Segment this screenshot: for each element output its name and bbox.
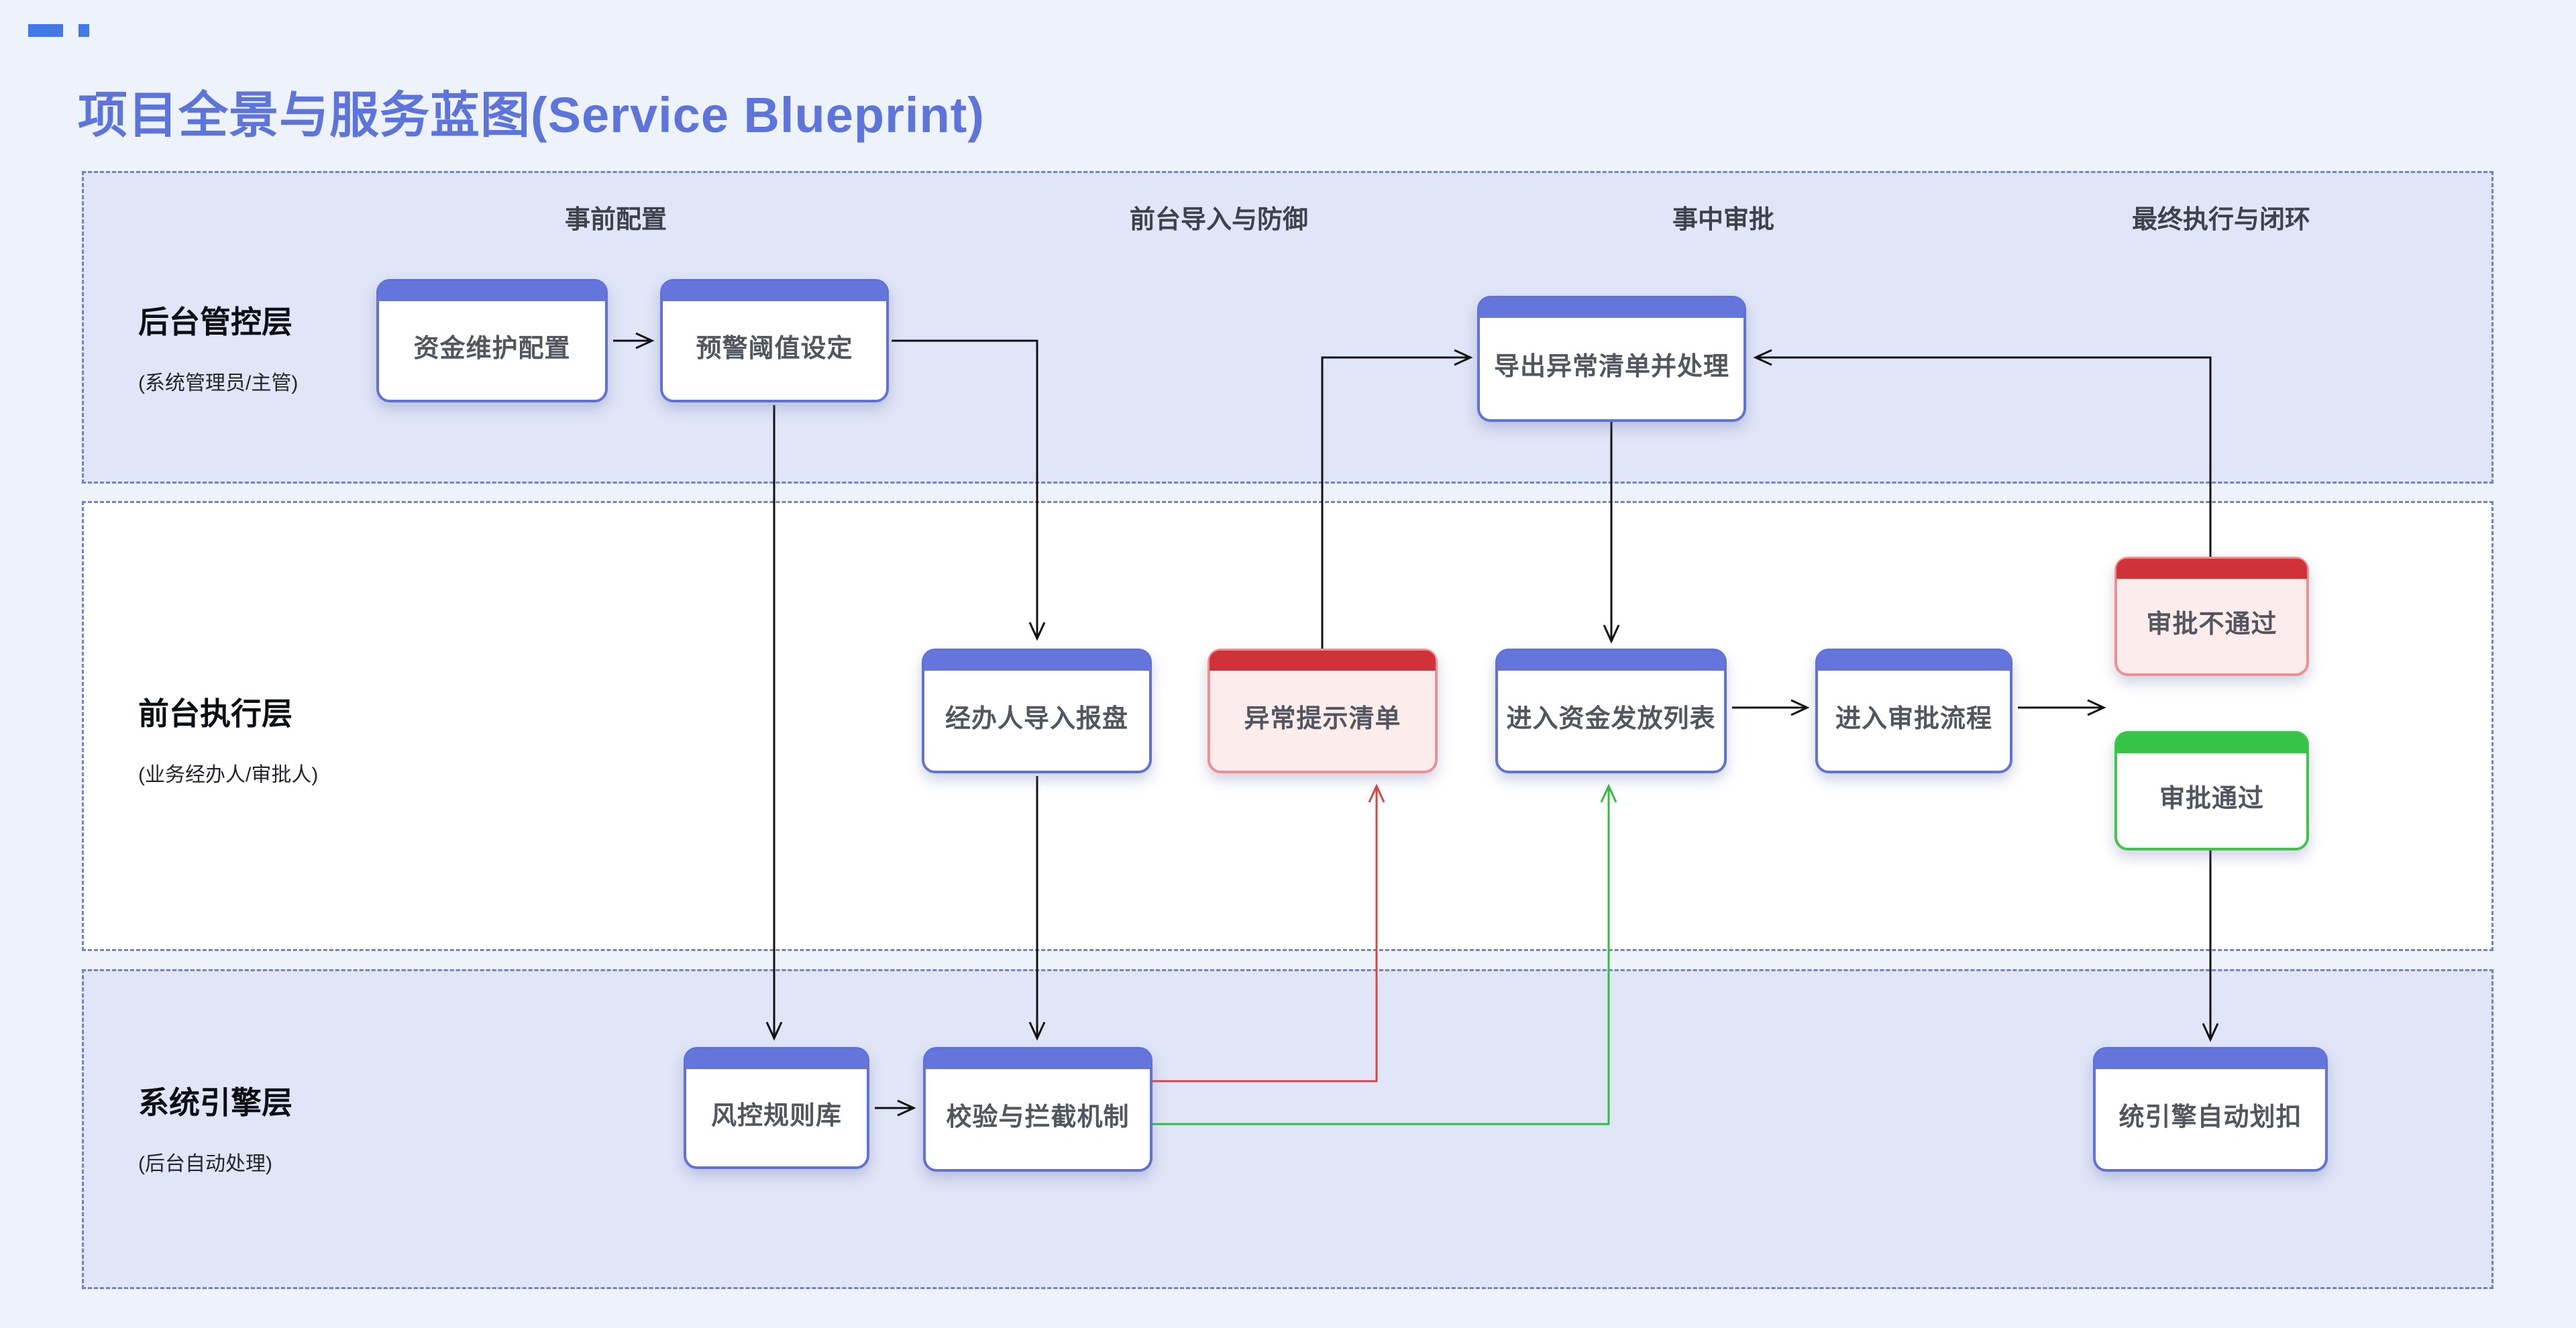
- node-label: 导出异常清单并处理: [1493, 352, 1729, 381]
- node-header: [1497, 651, 1725, 671]
- node-header: [1817, 651, 2010, 671]
- node-header: [1210, 651, 1436, 671]
- node-header: [378, 281, 606, 301]
- node-label: 资金维护配置: [413, 334, 571, 363]
- lane-label-engine: 系统引擎层 (后台自动处理): [138, 1078, 292, 1176]
- node-approval-flow: 进入审批流程: [1815, 649, 2012, 773]
- lane-label-backstage: 后台管控层 (系统管理员/主管): [138, 298, 298, 396]
- node-approval-passed: 审批通过: [2114, 731, 2309, 850]
- node-header: [2095, 1049, 2326, 1069]
- lane-name: 后台管控层: [138, 305, 292, 339]
- node-fund-disbursement-list: 进入资金发放列表: [1495, 649, 1727, 773]
- header-accent-bar: [28, 24, 63, 37]
- node-label: 校验与拦截机制: [946, 1103, 1130, 1131]
- page-title: 项目全景与服务蓝图(Service Blueprint): [78, 87, 985, 143]
- node-validation-interception: 校验与拦截机制: [923, 1047, 1152, 1172]
- column-header-pre-config: 事前配置: [564, 206, 667, 234]
- node-alert-threshold-setting: 预警阈值设定: [660, 279, 889, 402]
- column-header-in-process-approval: 事中审批: [1672, 206, 1775, 234]
- node-label: 审批通过: [2159, 784, 2264, 813]
- column-header-import-defense: 前台导入与防御: [1129, 206, 1309, 234]
- node-label: 经办人导入报盘: [945, 704, 1128, 733]
- lane-name: 前台执行层: [138, 696, 292, 731]
- node-label: 审批不通过: [2146, 610, 2277, 639]
- node-label: 进入审批流程: [1835, 704, 1992, 733]
- node-exception-prompt-list: 异常提示清单: [1208, 649, 1438, 773]
- lane-role: (后台自动处理): [138, 1153, 272, 1175]
- node-export-exception-list: 导出异常清单并处理: [1477, 296, 1746, 422]
- node-header: [1479, 298, 1744, 318]
- node-header: [924, 651, 1150, 671]
- node-approval-rejected: 审批不通过: [2114, 557, 2309, 676]
- node-label: 预警阈值设定: [696, 334, 853, 363]
- node-header: [662, 281, 887, 301]
- lane-role: (系统管理员/主管): [138, 372, 299, 394]
- node-label: 异常提示清单: [1244, 704, 1401, 733]
- node-header: [925, 1049, 1150, 1069]
- node-header: [2116, 559, 2307, 579]
- node-fund-maintenance-config: 资金维护配置: [376, 279, 608, 402]
- column-header-final-execution: 最终执行与闭环: [2131, 206, 2311, 234]
- node-risk-rule-library: 风控规则库: [684, 1047, 869, 1169]
- node-label: 风控规则库: [710, 1101, 842, 1130]
- node-header: [686, 1049, 867, 1069]
- node-engine-auto-deduction: 统引擎自动划扣: [2093, 1047, 2328, 1172]
- node-header: [2116, 733, 2307, 753]
- header-accent-square: [78, 24, 89, 37]
- lane-label-frontstage: 前台执行层 (业务经办人/审批人): [138, 689, 318, 787]
- node-operator-import: 经办人导入报盘: [922, 649, 1152, 773]
- node-label: 进入资金发放列表: [1506, 704, 1716, 733]
- lane-name: 系统引擎层: [138, 1085, 292, 1120]
- node-label: 统引擎自动划扣: [2118, 1103, 2302, 1131]
- lane-role: (业务经办人/审批人): [138, 764, 319, 786]
